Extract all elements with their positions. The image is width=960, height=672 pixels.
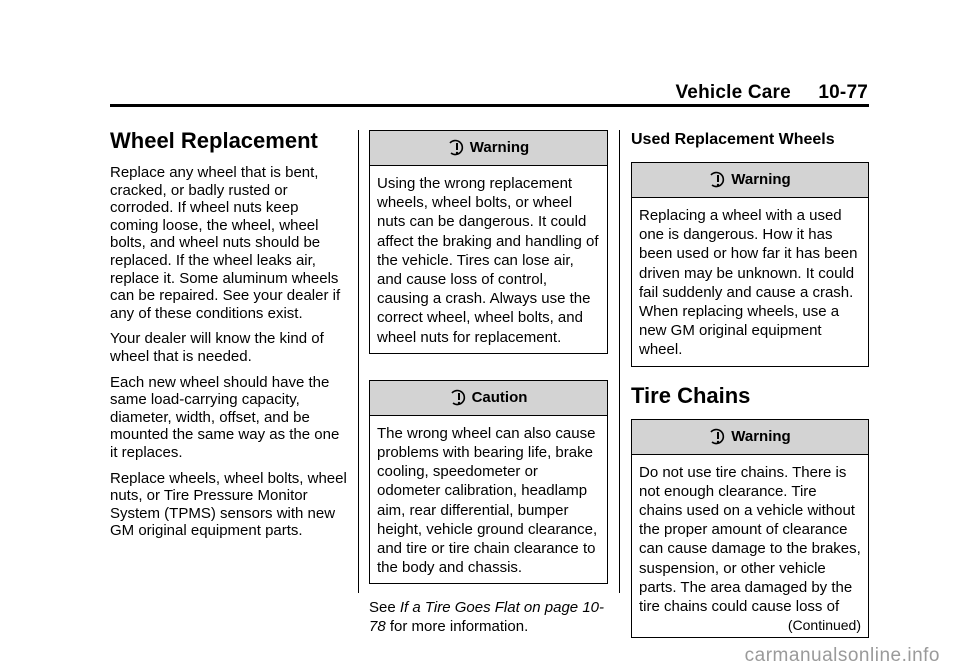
warning-header: Warning <box>370 131 607 166</box>
warning-box: Warning Using the wrong replacement whee… <box>369 130 608 354</box>
wheel-replacement-heading: Wheel Replacement <box>110 128 318 153</box>
warning-icon <box>710 428 725 444</box>
page-number: 10-77 <box>818 82 868 103</box>
caution-text: The wrong wheel can also cause problems … <box>377 424 598 577</box>
warning-box-chains: Warning Do not use tire chains. There is… <box>631 418 869 639</box>
warning-icon <box>449 139 463 156</box>
warning-text: Do not use tire chains. There is not eno… <box>632 455 868 638</box>
caution-header: Caution <box>370 380 607 416</box>
warning-icon <box>710 171 725 188</box>
section-title: Vehicle Care <box>675 82 791 103</box>
warning-header: Warning <box>632 163 868 198</box>
header-rule <box>110 104 869 107</box>
caution-label: Caution <box>471 389 528 407</box>
warning-label: Warning <box>731 427 791 445</box>
warning-header: Warning <box>632 419 868 455</box>
warning-label: Warning <box>731 171 791 189</box>
used-wheels-heading: Used Replacement Wheels <box>631 131 835 148</box>
cross-reference-link[interactable]: If a Tire Goes Flat on page 10-78 <box>369 599 604 636</box>
left-column: Wheel Replacement Replace any wheel that… <box>110 128 350 548</box>
column-divider-2 <box>619 130 620 593</box>
column-divider-1 <box>358 130 359 593</box>
right-column: Used Replacement Wheels Warning Replacin… <box>631 130 869 639</box>
paragraph: Replace any wheel that is bent, cracked,… <box>110 164 341 322</box>
middle-column: Warning Using the wrong replacement whee… <box>369 130 608 644</box>
caution-box: Caution The wrong wheel can also cause p… <box>369 379 608 585</box>
caution-icon <box>450 389 465 406</box>
see-reference: See If a Tire Goes Flat on page 10-78 fo… <box>369 598 608 636</box>
warning-text: Using the wrong replacement wheels, whee… <box>377 175 599 346</box>
paragraph: Each new wheel should have the same load… <box>110 373 340 461</box>
paragraph: Replace wheels, wheel bolts, wheel nuts,… <box>110 469 347 540</box>
see-prefix: See <box>369 599 400 617</box>
see-suffix: for more information. <box>385 618 529 636</box>
continued-label: (Continued) <box>787 617 861 634</box>
warning-label: Warning <box>469 139 530 157</box>
warning-text: Replacing a wheel with a used one is dan… <box>639 207 858 359</box>
tire-chains-heading: Tire Chains <box>631 382 751 408</box>
warning-box-used: Warning Replacing a wheel with a used on… <box>631 162 869 367</box>
watermark: carmanualsonline.info <box>744 645 940 666</box>
page-header: Vehicle Care 10-77 <box>675 82 868 104</box>
paragraph: Your dealer will know the kind of wheel … <box>110 330 324 365</box>
warning-text-body: Do not use tire chains. There is not eno… <box>639 463 861 616</box>
